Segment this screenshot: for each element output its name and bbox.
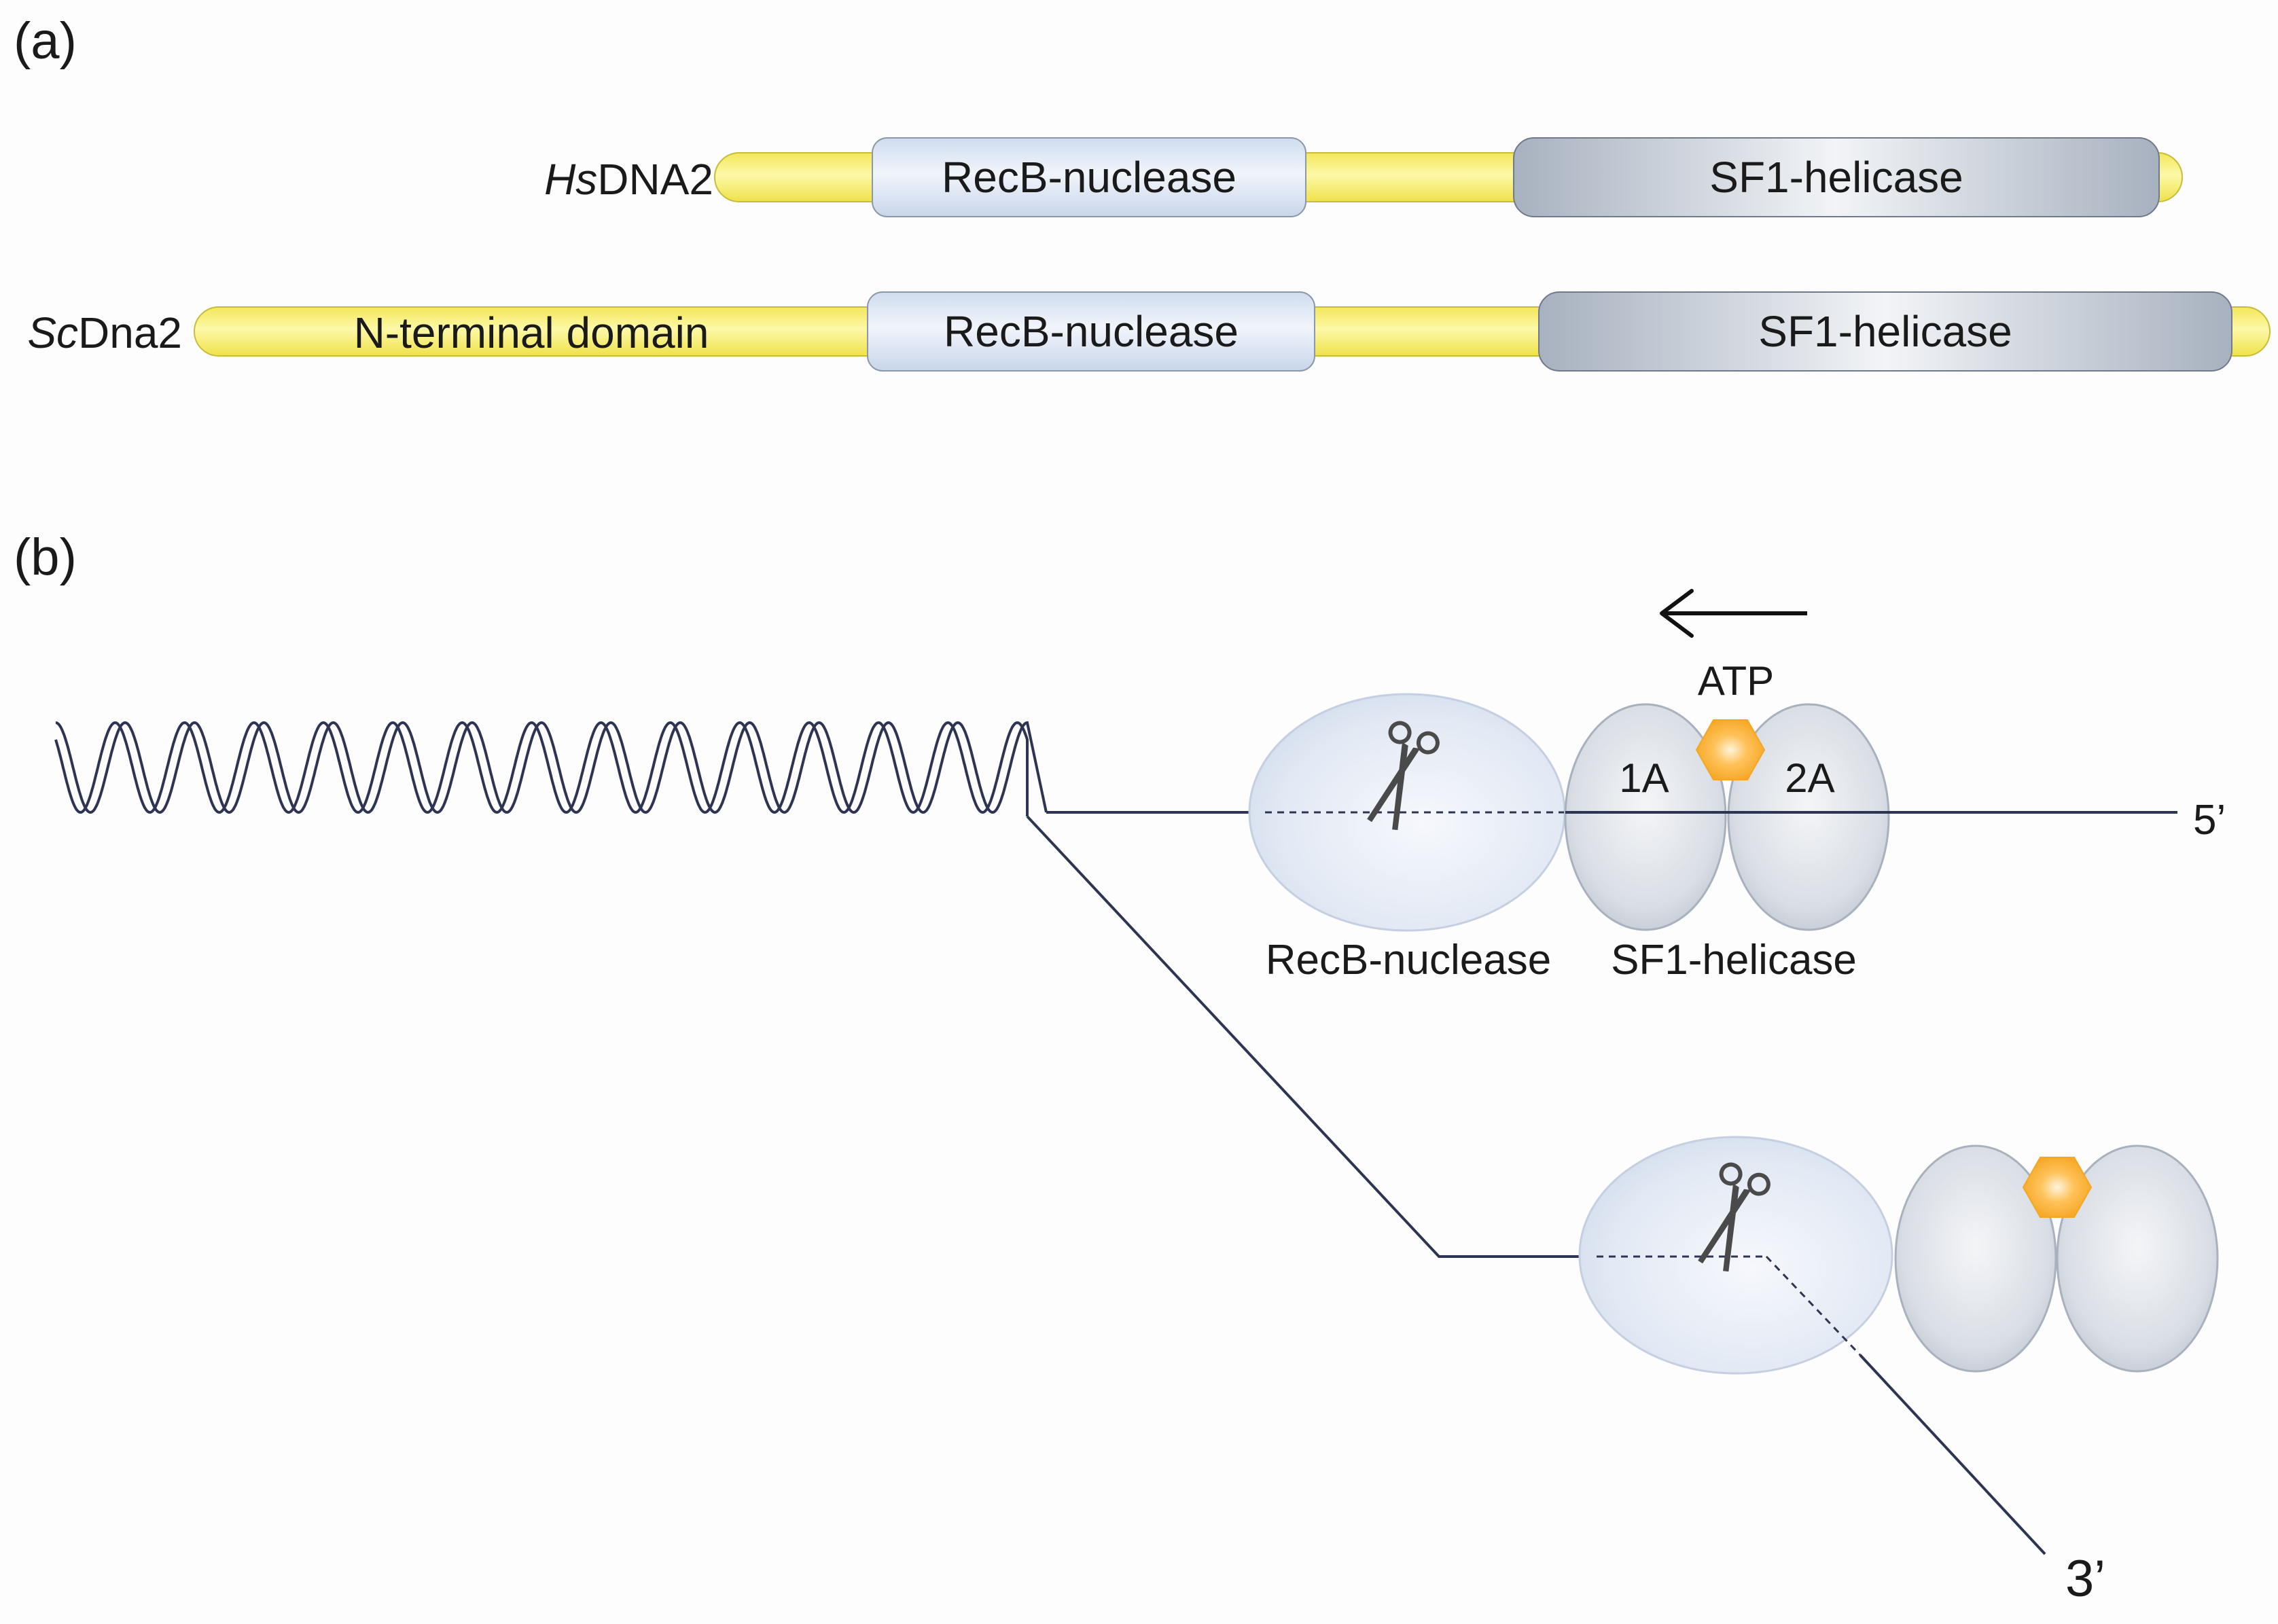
helicase-1a-oval	[1564, 703, 1727, 931]
atp-hexagon-lower	[2022, 1157, 2093, 1218]
hs-dna2-name: HsDNA2	[544, 155, 713, 204]
subdomain-1a-label: 1A	[1619, 755, 1669, 801]
helicase-oval-lower-left	[1894, 1144, 2057, 1373]
subdomain-2a-label: 2A	[1785, 755, 1834, 801]
helicase-oval-lower-right	[2056, 1144, 2219, 1373]
helix-strand-1	[55, 721, 1048, 814]
hs-sf1-helicase-domain	[1513, 137, 2160, 217]
sc-recb-nuclease-domain	[867, 291, 1315, 372]
hs-sf1-helicase-label: SF1-helicase	[1709, 153, 1963, 202]
atp-label: ATP	[1698, 658, 1774, 704]
sc-recb-nuclease-label: RecB-nuclease	[944, 307, 1239, 356]
sc-sf1-helicase-domain	[1538, 291, 2232, 372]
translocation-arrow-icon	[1660, 589, 1807, 638]
sc-sf1-helicase-label: SF1-helicase	[1758, 307, 2012, 356]
sc-n-terminal-label: N-terminal domain	[354, 308, 709, 357]
recb-nuclease-oval-lower	[1578, 1136, 1893, 1375]
scissors-icon-upper	[1367, 721, 1440, 831]
bottom-single-strand	[1026, 815, 1597, 1258]
helix-strand-2	[54, 721, 1029, 816]
scissors-icon-lower	[1698, 1162, 1770, 1272]
five-prime-end-label: 5’	[2193, 797, 2226, 844]
recb-nuclease-caption: RecB-nuclease	[1266, 937, 1551, 984]
panel-b-label: (b)	[14, 528, 77, 586]
atp-hexagon-upper	[1695, 719, 1766, 780]
hs-recb-nuclease-label: RecB-nuclease	[942, 153, 1236, 202]
panel-a-label: (a)	[14, 12, 77, 70]
dna-double-helix	[54, 721, 1048, 816]
helicase-2a-oval	[1727, 703, 1890, 931]
three-prime-end-label: 3’	[2065, 1550, 2105, 1608]
bottom-strand-exit	[1859, 1354, 2046, 1555]
hs-recb-nuclease-domain	[872, 137, 1306, 217]
bottom-strand-exit-dashed	[1765, 1255, 1862, 1356]
sf1-helicase-caption: SF1-helicase	[1611, 937, 1857, 984]
sc-dna2-name: ScDna2	[27, 308, 182, 357]
